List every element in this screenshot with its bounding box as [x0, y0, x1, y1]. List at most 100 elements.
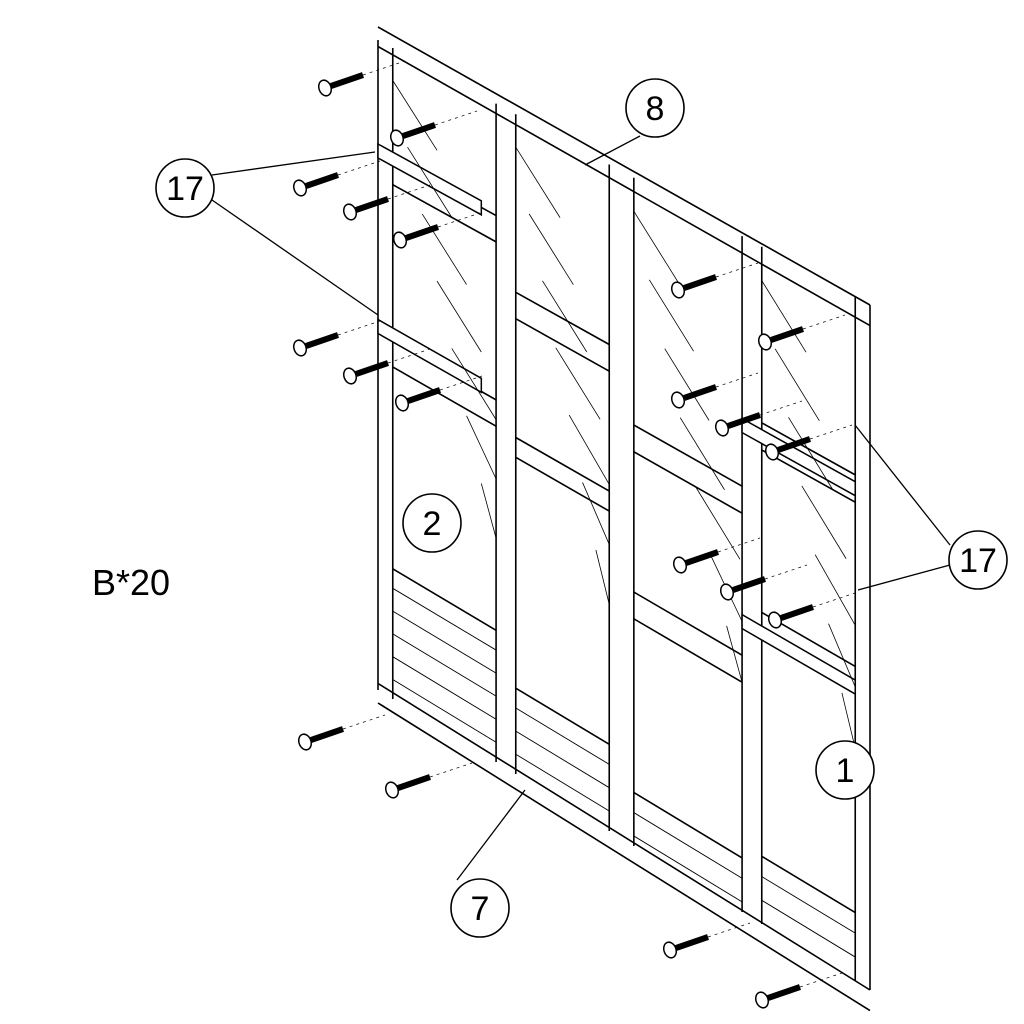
cladding-board	[761, 899, 856, 958]
glass-hatch	[774, 348, 820, 422]
panel-bar-1	[515, 687, 610, 746]
panel-bar-3	[761, 855, 856, 914]
glass-hatch	[788, 417, 834, 490]
screw-icon	[714, 400, 803, 437]
glass-hatch	[407, 146, 453, 218]
callout-label: 7	[471, 890, 490, 928]
screw-icon	[670, 262, 759, 299]
leader-line	[211, 151, 376, 176]
wall-frame	[377, 26, 871, 1012]
panel-bar-0	[392, 183, 497, 243]
cladding-board	[515, 753, 610, 812]
callout-circle	[155, 158, 215, 218]
panel-bar-1	[515, 291, 610, 346]
callout-label: 2	[423, 505, 442, 543]
cross-bar	[741, 613, 856, 696]
bottom-rail-edge	[377, 702, 871, 1012]
glass-hatch	[828, 623, 856, 688]
panel-bar-0	[392, 366, 497, 427]
callout-top-rail: 8	[625, 78, 685, 138]
callout-left-cross-bars: 17	[155, 158, 215, 218]
callout-circle	[625, 78, 685, 138]
callout-left-panel: 2	[402, 493, 462, 553]
quantity-note: B*20	[92, 562, 170, 603]
leader-line	[211, 199, 379, 316]
glass-hatch	[582, 482, 610, 545]
callout-circle	[948, 530, 1008, 590]
screw-icon	[389, 110, 478, 147]
glass-hatch	[664, 348, 710, 421]
cladding-board	[392, 656, 497, 720]
cladding-board	[392, 679, 497, 743]
top-rail	[377, 26, 871, 306]
callout-label: 17	[166, 170, 204, 208]
panel-bar-2	[633, 424, 743, 487]
glass-hatch	[761, 280, 807, 353]
glass-hatch	[436, 280, 482, 353]
glass-hatching	[392, 80, 856, 749]
glass-hatch	[679, 417, 725, 490]
panel-bar-0	[392, 568, 497, 632]
screw-icon	[767, 592, 856, 629]
glass-hatch	[451, 348, 497, 420]
panel-bar-3	[761, 449, 856, 503]
glass-hatch	[633, 210, 679, 283]
cladding-board	[633, 812, 743, 879]
screw-icon	[764, 424, 853, 461]
cross-bar	[377, 142, 483, 217]
cladding-board	[392, 587, 497, 651]
screw-icon	[719, 564, 808, 601]
cross-bar	[377, 318, 483, 394]
glass-hatch	[595, 549, 610, 605]
screw-icon	[384, 762, 473, 799]
callout-right-cross-bars: 17	[948, 530, 1008, 590]
glass-hatch	[695, 486, 741, 560]
panel-bar-2	[633, 791, 743, 859]
leader-line	[854, 424, 951, 546]
cladding-board	[633, 835, 743, 903]
screw-icon	[292, 320, 381, 357]
callout-circle	[450, 878, 510, 938]
callout-label: 1	[836, 752, 855, 790]
panel-bar-1	[515, 436, 610, 492]
screw-icon	[754, 972, 843, 1009]
screw-icon	[757, 314, 846, 351]
screw-icon	[342, 348, 431, 385]
glass-hatch	[726, 625, 743, 683]
callout-label: 8	[646, 90, 665, 128]
glass-hatch	[542, 280, 588, 353]
glass-hatch	[801, 485, 847, 559]
bottom-rail	[377, 682, 871, 991]
screw-icon	[317, 60, 406, 97]
cladding-board	[392, 633, 497, 697]
glass-hatch	[555, 347, 601, 420]
glass-hatch	[528, 213, 574, 285]
panel-bar-2	[633, 451, 743, 514]
panel-bar-3	[761, 422, 856, 476]
callout-circle	[815, 740, 875, 800]
glass-hatch	[515, 146, 561, 218]
callout-right-panel: 1	[815, 740, 875, 800]
panel-bar-2	[633, 618, 743, 683]
leader-line	[456, 789, 526, 881]
cladding-board	[392, 610, 497, 674]
glass-hatch	[814, 554, 856, 626]
glass-hatch	[648, 279, 694, 352]
screw-icon	[297, 714, 386, 751]
screws	[292, 60, 856, 1009]
panel-bar-2	[633, 591, 743, 656]
glass-hatch	[466, 415, 497, 480]
glass-hatch	[392, 80, 438, 151]
screw-icon	[662, 922, 751, 959]
callout-label: 17	[959, 542, 997, 580]
leader-line	[857, 564, 951, 591]
screw-icon	[292, 160, 381, 197]
glass-hatch	[480, 483, 497, 539]
glass-hatch	[841, 692, 856, 749]
leader-lines	[211, 135, 951, 881]
panel-bar-1	[515, 456, 610, 512]
leader-line	[584, 135, 641, 166]
glass-hatch	[568, 414, 610, 485]
